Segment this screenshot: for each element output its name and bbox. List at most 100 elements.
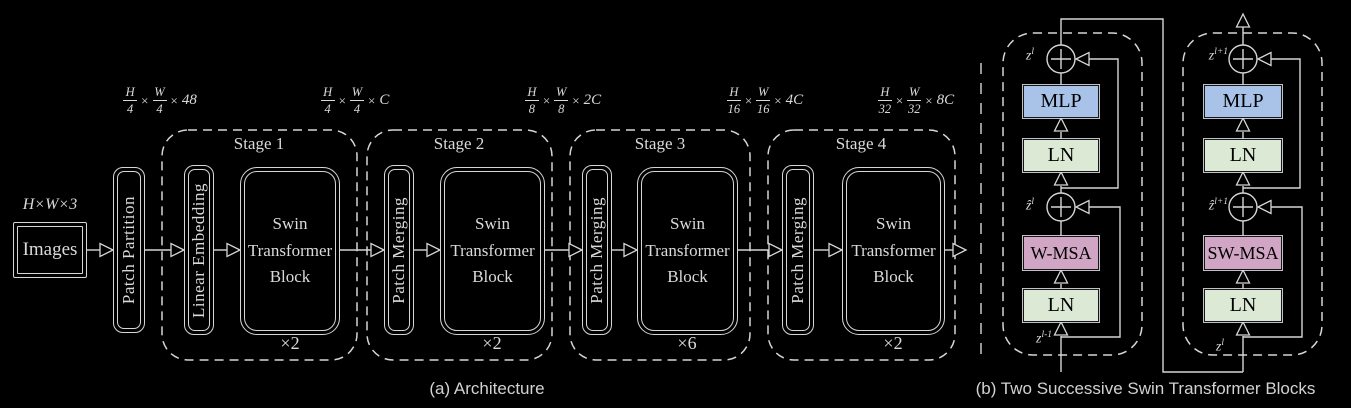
frac-num: W <box>758 85 769 99</box>
swin-block-stage4: Swin Transformer Block <box>842 167 945 335</box>
patch-merging-box-stage2: Patch Merging <box>384 165 414 335</box>
stage3-title: Stage 3 <box>634 134 686 153</box>
channel-dim: 4C <box>785 92 804 108</box>
label-z-l-plus-1: zl+1 <box>1168 47 1228 64</box>
channel-dim: 8C <box>936 92 955 108</box>
fraction: H 32 <box>877 85 892 116</box>
frac-den: 8 <box>528 101 536 116</box>
fraction-bar <box>123 100 138 101</box>
label-zhat-l-plus-1: ẑl+1 <box>1166 197 1228 214</box>
swin-block-label: Swin Transformer Block <box>247 214 333 287</box>
wmsa-label: W-MSA <box>1030 242 1092 263</box>
math-base: ẑ <box>1208 198 1215 214</box>
fraction-bar <box>320 100 335 101</box>
frac-num: H <box>729 85 739 99</box>
ln-top-box-block2: LN <box>1204 139 1282 172</box>
patch-merging-label: Patch Merging <box>389 196 408 304</box>
frac-den: 32 <box>907 101 921 116</box>
frac-den: 16 <box>727 101 741 116</box>
fraction: H 16 <box>726 85 741 116</box>
swin-block-stage1: Swin Transformer Block <box>240 167 340 335</box>
times-sign: × <box>744 92 753 108</box>
label-zhat-l: ẑl <box>986 197 1034 214</box>
math-sup: l+1 <box>1214 47 1228 57</box>
ln-top-box-block1: LN <box>1023 139 1099 172</box>
patch-partition-box: Patch Partition <box>113 167 145 333</box>
frac-num: W <box>154 85 165 99</box>
linear-embedding-box: Linear Embedding <box>184 165 214 335</box>
times-sign: × <box>774 92 782 108</box>
channel-dim: 2C <box>583 92 602 108</box>
linear-embedding-label: Linear Embedding <box>189 182 208 318</box>
frac-den: 32 <box>878 101 892 116</box>
math-sup: l+1 <box>1214 197 1228 207</box>
patch-merging-label: Patch Merging <box>587 196 606 304</box>
times-sign: × <box>572 92 580 108</box>
frac-num: W <box>556 85 567 99</box>
mlp-box-block2: MLP <box>1204 85 1282 118</box>
times-sign: × <box>338 92 346 108</box>
times-sign: × <box>170 92 178 108</box>
fraction-bar <box>756 100 771 101</box>
caption-a: (a) Architecture <box>429 379 545 398</box>
times-sign: × <box>141 92 149 108</box>
ln-bottom-box-block2: LN <box>1204 289 1282 322</box>
caption-b: (b) Two Successive Swin Transformer Bloc… <box>975 379 1316 398</box>
swin-block-label: Swin Transformer Block <box>851 214 936 287</box>
swin-block-label: Swin Transformer Block <box>645 214 730 287</box>
label-z-l-bottom: zl <box>1160 338 1224 355</box>
ln-label: LN <box>1047 144 1075 166</box>
fraction-bar <box>152 100 167 101</box>
frac-num: H <box>527 85 537 99</box>
swmsa-label: SW-MSA <box>1207 242 1279 263</box>
times-sign: × <box>542 92 551 108</box>
mlp-box-block1: MLP <box>1023 85 1099 118</box>
stage4-title: Stage 4 <box>835 134 887 153</box>
swin-block-stage3: Swin Transformer Block <box>637 167 738 335</box>
fraction: W 32 <box>907 85 922 116</box>
frac-num: W <box>909 85 920 99</box>
label-z-l: zl <box>990 47 1034 64</box>
math-sup: l <box>1221 338 1224 348</box>
swin-block-label: Swin Transformer Block <box>450 214 535 287</box>
frac-num: W <box>351 85 363 99</box>
math-sup: l <box>1031 47 1034 57</box>
ln-bottom-box-block1: LN <box>1023 289 1099 322</box>
patch-merging-box-stage4: Patch Merging <box>782 165 814 335</box>
frac-den: 4 <box>353 101 361 116</box>
frac-den: 4 <box>156 101 163 116</box>
stage3-repeat: ×6 <box>677 333 697 353</box>
times-sign: × <box>925 92 933 108</box>
channel-dim: 48 <box>181 92 197 108</box>
images-label: Images <box>22 239 78 260</box>
math-base: z <box>1035 331 1042 347</box>
frac-num: H <box>125 85 135 99</box>
images-box: Images <box>13 222 87 278</box>
frac-num: H <box>880 85 890 99</box>
frac-den: 4 <box>127 101 134 116</box>
math-base: z <box>1208 48 1215 64</box>
frac-num: H <box>323 85 333 99</box>
stage4-repeat: ×2 <box>883 333 903 353</box>
fraction-bar <box>877 100 892 101</box>
stage2-repeat: ×2 <box>482 333 502 353</box>
fraction-bar <box>726 100 741 101</box>
patch-merging-label: Patch Merging <box>788 196 807 304</box>
stage2-title: Stage 2 <box>433 134 485 153</box>
math-base: ẑ <box>1025 198 1032 214</box>
patch-partition-label: Patch Partition <box>119 195 138 305</box>
swin-block-stage2: Swin Transformer Block <box>440 167 545 335</box>
fraction-bar <box>907 100 922 101</box>
frac-den: 8 <box>558 101 565 116</box>
fraction-bar <box>554 100 569 101</box>
stage1-title: Stage 1 <box>233 134 285 153</box>
